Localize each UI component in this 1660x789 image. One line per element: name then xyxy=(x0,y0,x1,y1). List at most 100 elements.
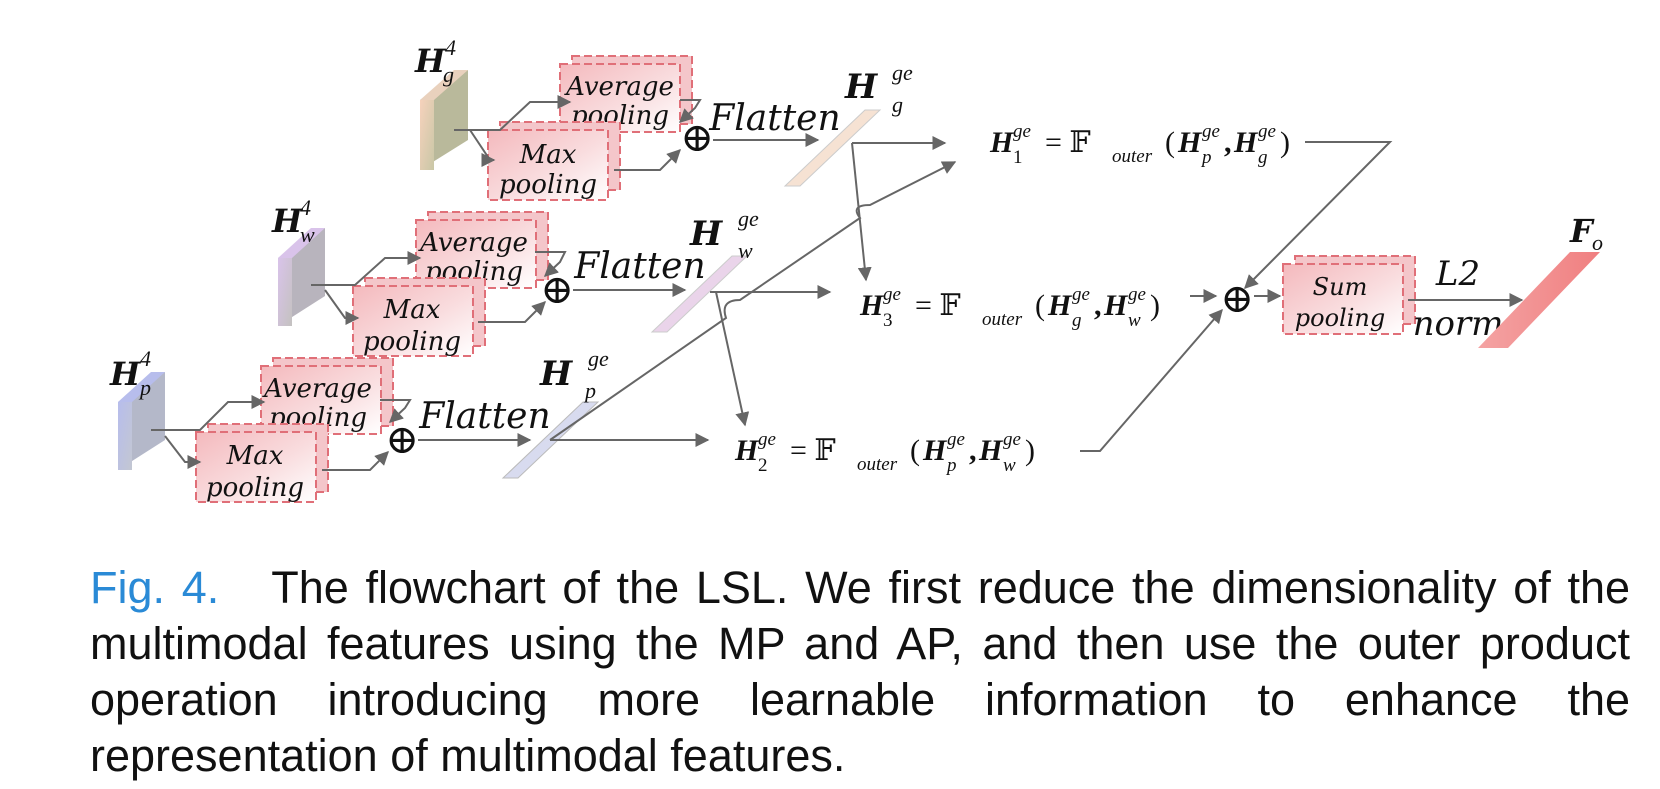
max-pool-label-g-2: pooling xyxy=(499,170,597,200)
caption-text: The flowchart of the LSL. We first reduc… xyxy=(90,562,1630,781)
svg-text:= 𝔽: = 𝔽 xyxy=(1045,126,1091,159)
oplus-g: ⊕ xyxy=(680,115,714,160)
flat-sub-w: w xyxy=(738,238,753,263)
input-label-g: H xyxy=(414,42,447,80)
svg-text:ge: ge xyxy=(1003,429,1021,450)
svg-text:ge: ge xyxy=(1258,121,1276,142)
svg-text:H: H xyxy=(1177,126,1203,159)
svg-text:H: H xyxy=(1047,289,1073,322)
flat-sup-g: ge xyxy=(892,60,913,85)
svg-text:ge: ge xyxy=(1128,284,1146,305)
svg-text:ge: ge xyxy=(1202,121,1220,142)
input-slab-w xyxy=(278,228,325,326)
flat-sub-p: p xyxy=(583,378,596,403)
caption-label: Fig. 4. xyxy=(90,562,220,613)
flat-sup-p: ge xyxy=(588,346,609,371)
max-pool-box-p xyxy=(195,423,329,503)
input-sup-w: 4 xyxy=(300,195,311,220)
svg-text:ge: ge xyxy=(1013,121,1031,142)
svg-text:(: ( xyxy=(910,434,920,467)
max-pool-box-g xyxy=(487,121,621,201)
avg-pool-label-w: Average xyxy=(418,228,528,258)
svg-text:w: w xyxy=(1003,455,1016,476)
sum-pool-label: Sum xyxy=(1313,273,1368,301)
equation-2: H ge 2 = 𝔽 outer ( H ge p , H ge w ) xyxy=(734,429,1035,476)
svg-text:,: , xyxy=(969,434,977,467)
oplus-w: ⊕ xyxy=(540,267,574,312)
flat-sub-g: g xyxy=(892,92,903,117)
svg-text:w: w xyxy=(1128,310,1141,331)
oplus-p: ⊕ xyxy=(385,417,419,462)
svg-text:2: 2 xyxy=(758,455,768,476)
svg-text:outer: outer xyxy=(982,309,1023,330)
branch-w: H 4 w Average pooling Max pooling ⊕ Flat… xyxy=(271,195,759,357)
svg-text:(: ( xyxy=(1165,126,1175,159)
input-sub-w: w xyxy=(300,222,315,247)
flat-label-w: H xyxy=(689,214,724,254)
max-pool-label-w-2: pooling xyxy=(363,327,461,357)
svg-text:= 𝔽: = 𝔽 xyxy=(790,434,836,467)
avg-pool-box-g xyxy=(559,55,693,133)
figure-caption: Fig. 4.The flowchart of the LSL. We firs… xyxy=(90,560,1630,784)
avg-pool-box-p xyxy=(260,357,394,435)
input-sup-g: 4 xyxy=(445,35,456,60)
output-label: F xyxy=(1569,212,1595,250)
svg-text:= 𝔽: = 𝔽 xyxy=(915,289,961,322)
svg-text:ge: ge xyxy=(883,284,901,305)
max-pool-box-w xyxy=(352,277,486,357)
routing-arrows xyxy=(549,136,1393,452)
input-label-p: H xyxy=(109,355,142,393)
svg-text:H: H xyxy=(1103,289,1129,322)
svg-text:): ) xyxy=(1280,126,1290,159)
svg-text:,: , xyxy=(1094,289,1102,322)
svg-text:H: H xyxy=(1233,126,1259,159)
svg-text:H: H xyxy=(989,126,1015,159)
equation-1: H ge 1 = 𝔽 outer ( H ge p , H ge g ) xyxy=(989,121,1290,168)
svg-text:outer: outer xyxy=(857,454,898,475)
svg-text:H: H xyxy=(859,289,885,322)
flatten-label-w: Flatten xyxy=(573,246,705,287)
input-slab-p xyxy=(118,372,165,470)
flat-sup-w: ge xyxy=(738,206,759,231)
svg-text:g: g xyxy=(1072,310,1082,331)
svg-text:ge: ge xyxy=(758,429,776,450)
svg-text:p: p xyxy=(945,455,957,476)
svg-text:outer: outer xyxy=(1112,146,1153,167)
svg-text:1: 1 xyxy=(1013,147,1023,168)
branch-p: H 4 p Average pooling Max pooling ⊕ Flat… xyxy=(109,346,609,503)
svg-text:(: ( xyxy=(1035,289,1045,322)
max-pool-label-w: Max xyxy=(383,295,441,325)
max-pool-label-p: Max xyxy=(226,441,284,471)
svg-text:): ) xyxy=(1150,289,1160,322)
flat-slab-g xyxy=(783,109,882,187)
sum-pool-label-2: pooling xyxy=(1295,304,1385,332)
input-slab-g xyxy=(420,70,468,170)
svg-text:,: , xyxy=(1224,126,1232,159)
svg-text:H: H xyxy=(978,434,1004,467)
input-sup-p: 4 xyxy=(140,346,151,371)
flatten-label-g: Flatten xyxy=(708,98,840,139)
oplus-final: ⊕ xyxy=(1220,276,1254,321)
flat-slab-w xyxy=(650,255,749,333)
svg-text:g: g xyxy=(1258,147,1268,168)
lsl-flowchart: H 4 g Average pooling Max pooling ⊕ Flat… xyxy=(109,35,1603,503)
max-pool-label-p-2: pooling xyxy=(206,473,304,503)
svg-text:ge: ge xyxy=(947,429,965,450)
flat-label-p: H xyxy=(539,354,574,394)
svg-text:H: H xyxy=(922,434,948,467)
branch-g: H 4 g Average pooling Max pooling ⊕ Flat… xyxy=(414,35,913,201)
svg-text:): ) xyxy=(1025,434,1035,467)
avg-pool-label-p: Average xyxy=(262,374,372,404)
equation-3: H ge 3 = 𝔽 outer ( H ge g , H ge w ) xyxy=(859,284,1160,331)
norm-label: L2 xyxy=(1435,254,1480,294)
input-sub-g: g xyxy=(443,62,454,87)
output-slab xyxy=(1478,252,1600,348)
svg-text:ge: ge xyxy=(1072,284,1090,305)
output-sub: o xyxy=(1592,230,1603,255)
max-pool-label-g: Max xyxy=(519,140,577,170)
input-sub-p: p xyxy=(138,375,151,400)
flat-label-g: H xyxy=(844,67,879,107)
sum-pool-box xyxy=(1282,255,1416,335)
svg-text:H: H xyxy=(734,434,760,467)
avg-pool-label-g: Average xyxy=(564,72,674,102)
